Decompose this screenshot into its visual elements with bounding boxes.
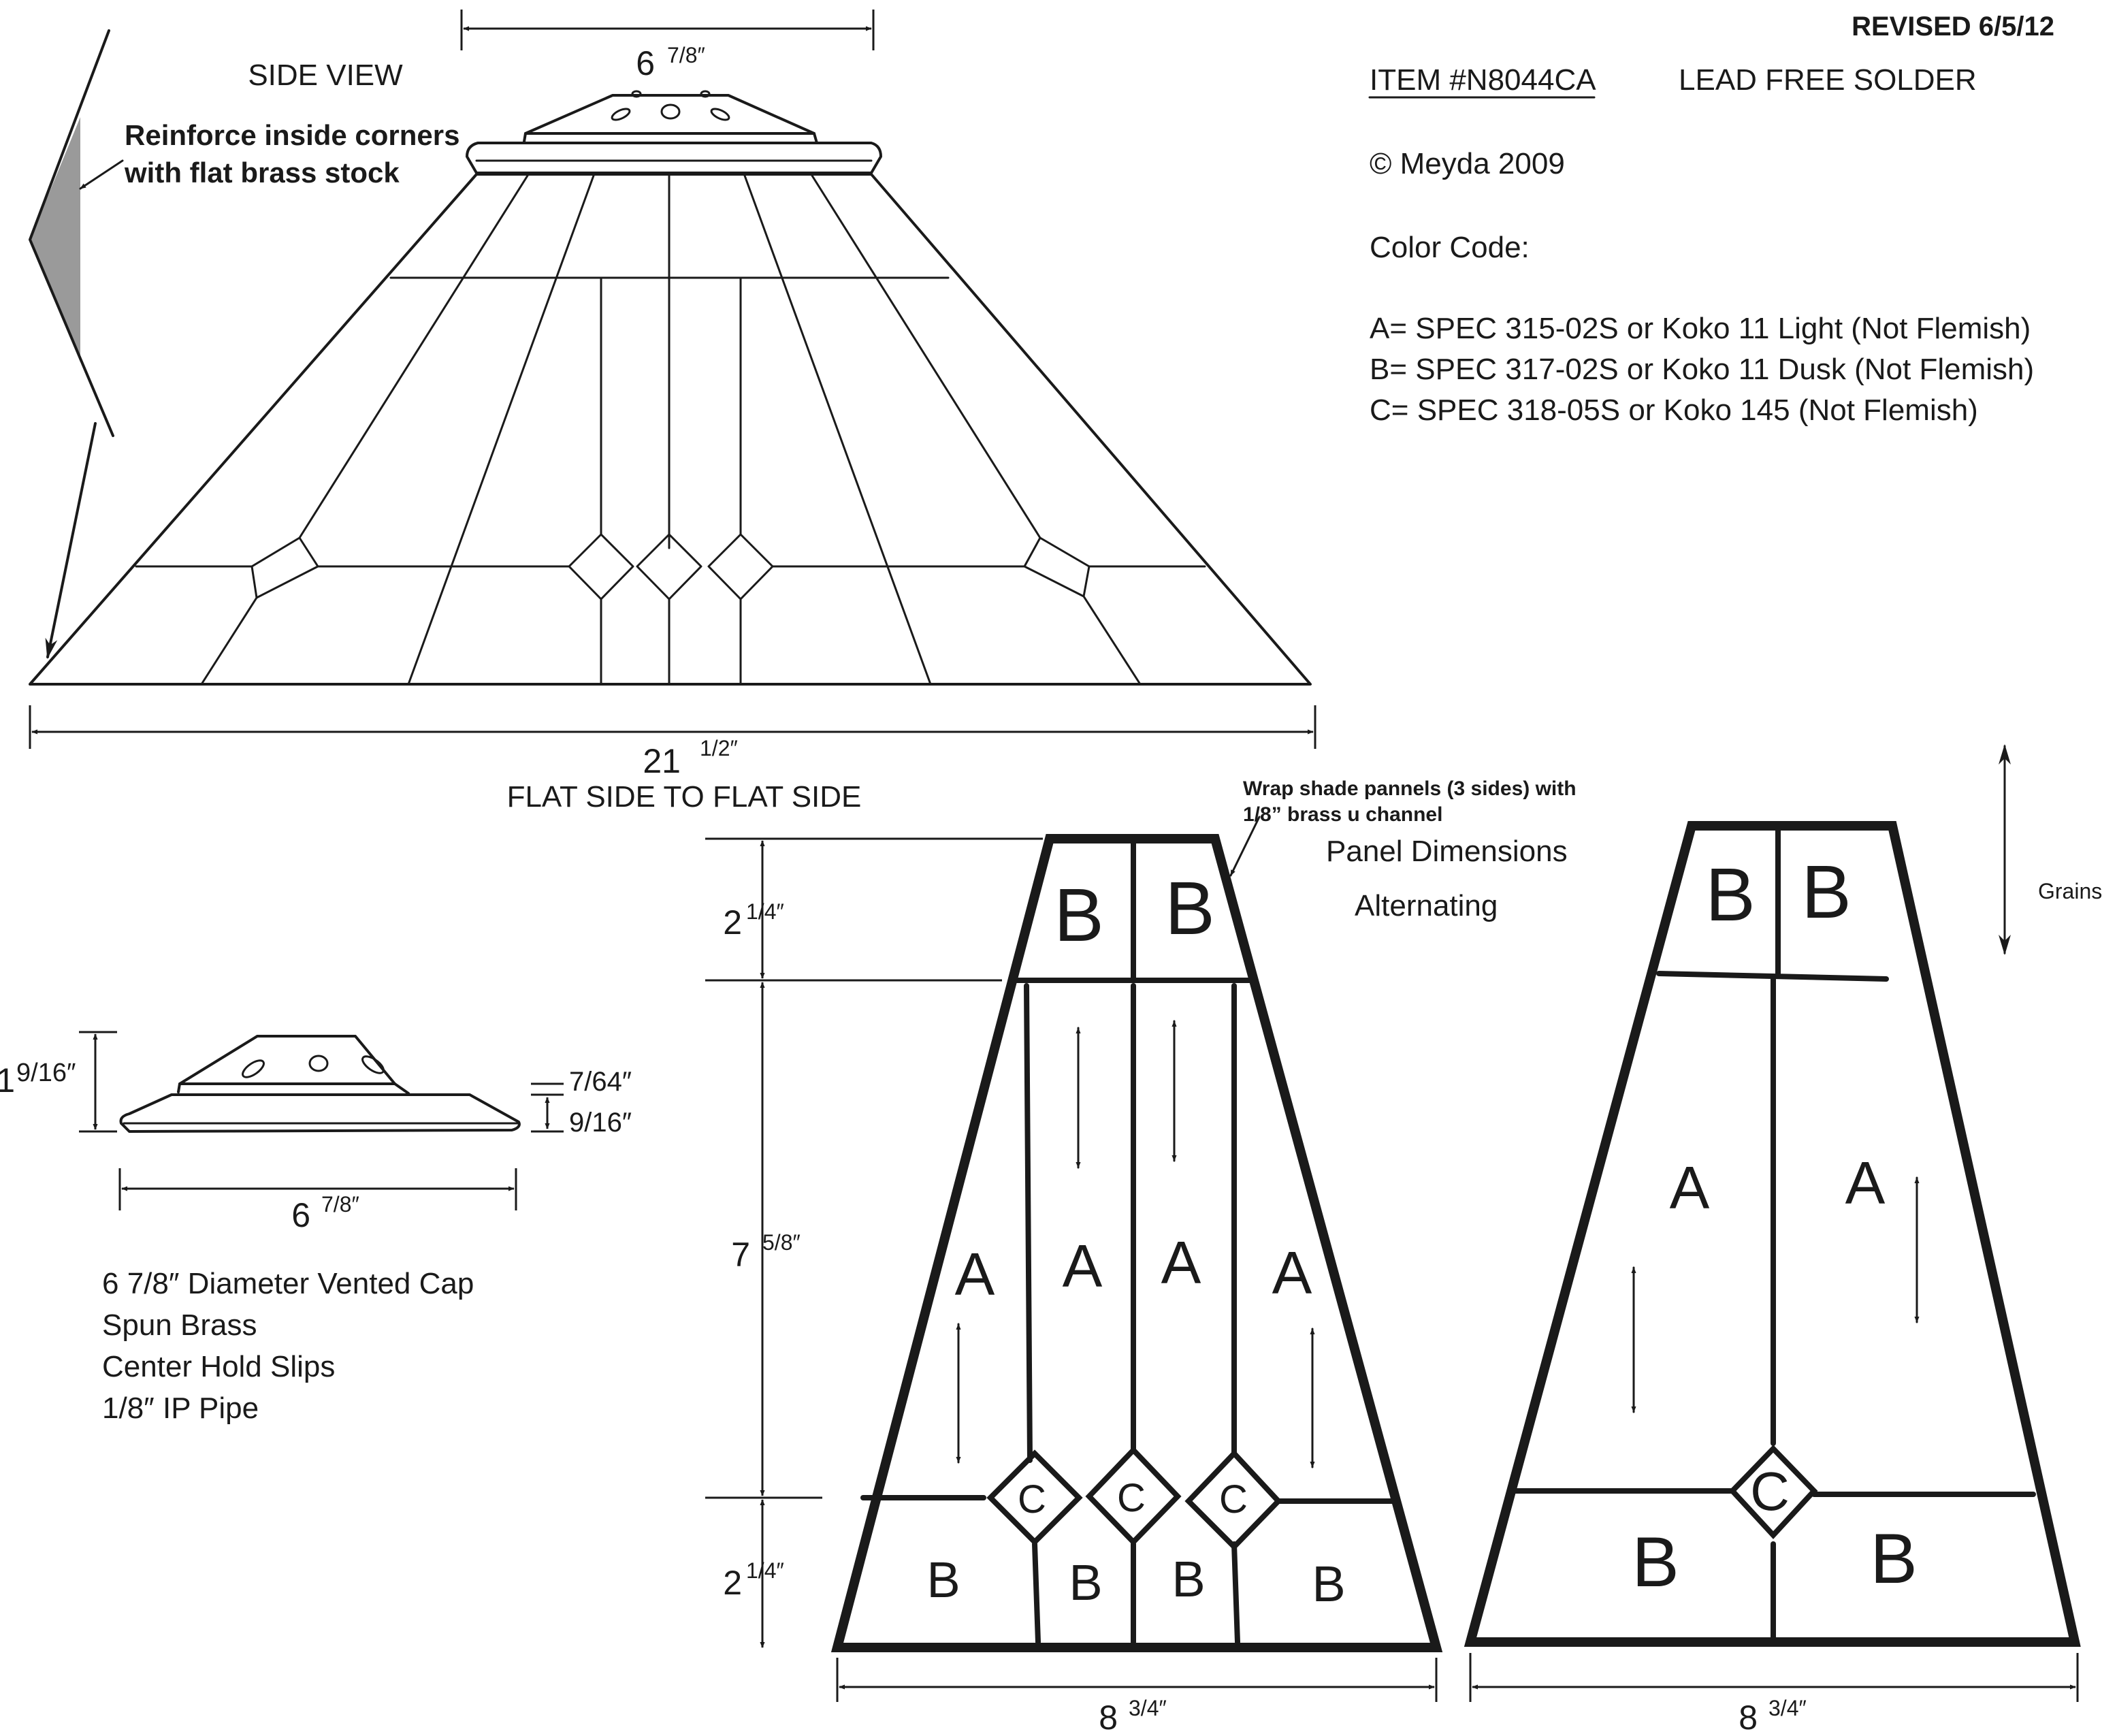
piece-a: A [1670, 1154, 1710, 1221]
reinforce-pointer-arrow [79, 159, 124, 190]
piece-b: B [926, 1552, 960, 1608]
dim-mid-whole: 7 [731, 1236, 750, 1274]
piece-a: A [1845, 1149, 1886, 1217]
cap-note-diameter: 6 7/8″ Diameter Vented Cap [102, 1267, 474, 1300]
left-panel-width-whole: 8 [1099, 1699, 1118, 1736]
revised-date: REVISED 6/5/12 [1852, 12, 2054, 42]
piece-b: B [1054, 873, 1103, 957]
solder-note: LEAD FREE SOLDER [1679, 63, 1977, 97]
piece-c: C [1219, 1477, 1248, 1522]
left-panel-width-fraction: 3/4″ [1129, 1696, 1167, 1720]
wrap-note-line1: Wrap shade pannels (3 sides) with [1243, 777, 1577, 800]
top-dim-whole: 6 [636, 44, 655, 82]
cap-dim-7-64: 7/64″ [569, 1067, 632, 1097]
cap-note-hold: Center Hold Slips [102, 1350, 335, 1383]
dim-bot-fraction: 1/4″ [746, 1558, 784, 1583]
right-panel-width-fraction: 3/4″ [1768, 1696, 1807, 1720]
cap-note-material: Spun Brass [102, 1308, 257, 1342]
piece-a: A [1272, 1239, 1312, 1306]
piece-c: C [1018, 1477, 1046, 1522]
piece-b: B [1870, 1520, 1917, 1598]
width-dim-whole: 21 [643, 742, 681, 780]
piece-c: C [1117, 1476, 1146, 1520]
reinforce-note-line1: Reinforce inside corners [125, 119, 460, 151]
copyright: © Meyda 2009 [1370, 147, 1565, 180]
right-panel-width-whole: 8 [1739, 1699, 1758, 1736]
cap-width-whole: 6 [291, 1196, 310, 1234]
top-dimension: 6 7/8″ [460, 10, 875, 82]
piece-b: B [1801, 850, 1851, 934]
cap-width-fraction: 7/8″ [321, 1192, 359, 1217]
dim-mid-fraction: 5/8″ [762, 1230, 801, 1255]
cap-height-whole: 1 [0, 1061, 15, 1099]
panel-alternating-label: Alternating [1355, 889, 1498, 922]
cap-height-fraction: 9/16″ [16, 1059, 76, 1087]
dim-top-whole: 2 [723, 903, 742, 942]
panel-right: B B A A C B B 8 3/4″ [1464, 821, 2081, 1736]
width-dimension: 21 1/2″ FLAT SIDE TO FLAT SIDE [29, 705, 1316, 814]
side-view-title: SIDE VIEW [248, 59, 403, 92]
color-code-a: A= SPEC 315-02S or Koko 11 Light (Not Fl… [1370, 312, 2031, 345]
panel-dimensions-title: Panel Dimensions [1326, 835, 1568, 868]
piece-b: B [1171, 1551, 1205, 1607]
grains-label: Grains [2038, 879, 2102, 903]
piece-b: B [1632, 1523, 1679, 1602]
color-code-c: C= SPEC 318-05S or Koko 145 (Not Flemish… [1370, 393, 1978, 427]
width-dim-fraction: 1/2″ [700, 736, 738, 760]
piece-b: B [1705, 853, 1755, 937]
piece-a: A [1063, 1232, 1103, 1300]
color-code-b: B= SPEC 317-02S or Koko 11 Dusk (Not Fle… [1370, 353, 2034, 386]
piece-b: B [1165, 867, 1214, 950]
side-view-corner-arrow [45, 422, 97, 659]
cap-detail: 1 9/16″ 7/64″ 9/16″ 6 7/8″ 6 7/8″ Diamet… [0, 1031, 632, 1425]
piece-a: A [955, 1240, 995, 1308]
reinforce-note-line2: with flat brass stock [124, 157, 400, 189]
dim-top-fraction: 1/4″ [746, 899, 784, 924]
item-number: ITEM #N8044CA [1370, 63, 1596, 97]
corner-detail [29, 29, 124, 437]
wrap-note-line2: 1/8” brass u channel [1243, 803, 1442, 826]
shade-cap [466, 90, 882, 174]
shade-body [29, 173, 1312, 686]
piece-a: A [1161, 1229, 1201, 1296]
dim-bot-whole: 2 [723, 1564, 742, 1602]
cap-dim-9-16: 9/16″ [569, 1108, 632, 1138]
width-dim-caption: FLAT SIDE TO FLAT SIDE [507, 780, 862, 814]
top-dim-fraction: 7/8″ [667, 43, 705, 67]
piece-b: B [1069, 1554, 1102, 1611]
cap-note-pipe: 1/8″ IP Pipe [102, 1392, 259, 1425]
color-code-title: Color Code: [1370, 231, 1530, 264]
panel-left: 2 1/4″ 7 5/8″ 2 1/4″ B B A A A A [705, 834, 1443, 1736]
piece-c: C [1750, 1461, 1790, 1522]
piece-b: B [1312, 1556, 1345, 1612]
side-view: SIDE VIEW Reinforce inside corners with … [29, 10, 1316, 814]
wrap-note-arrow [1229, 816, 1261, 877]
